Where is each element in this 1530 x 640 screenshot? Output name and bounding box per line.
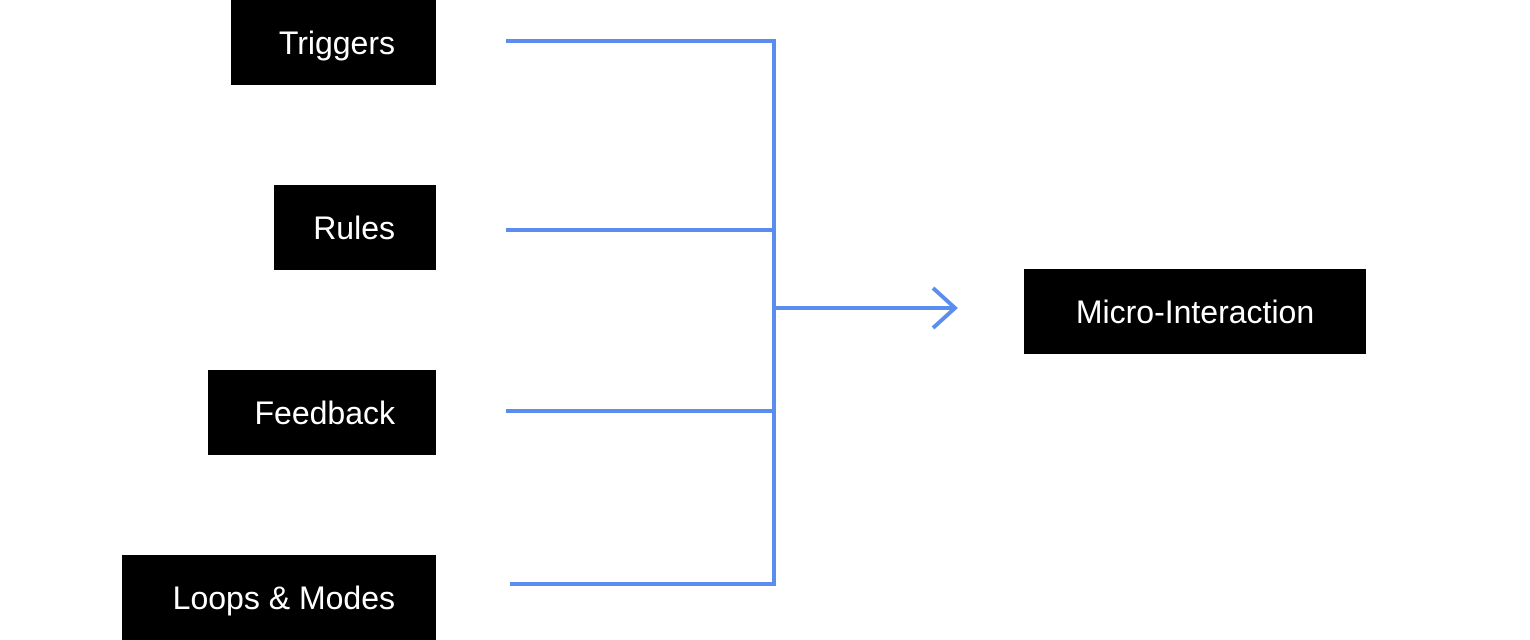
node-rules: Rules	[274, 185, 436, 270]
node-loops-modes: Loops & Modes	[122, 555, 436, 640]
node-micro-interaction-label: Micro-Interaction	[1075, 293, 1315, 330]
node-triggers: Triggers	[231, 0, 436, 85]
node-feedback: Feedback	[208, 370, 436, 455]
node-loops-modes-label: Loops & Modes	[172, 579, 395, 616]
arrow-head-icon	[931, 286, 958, 330]
node-feedback-label: Feedback	[254, 394, 395, 431]
node-triggers-label: Triggers	[278, 24, 395, 61]
node-rules-label: Rules	[313, 209, 395, 246]
node-micro-interaction: Micro-Interaction	[1024, 269, 1366, 354]
